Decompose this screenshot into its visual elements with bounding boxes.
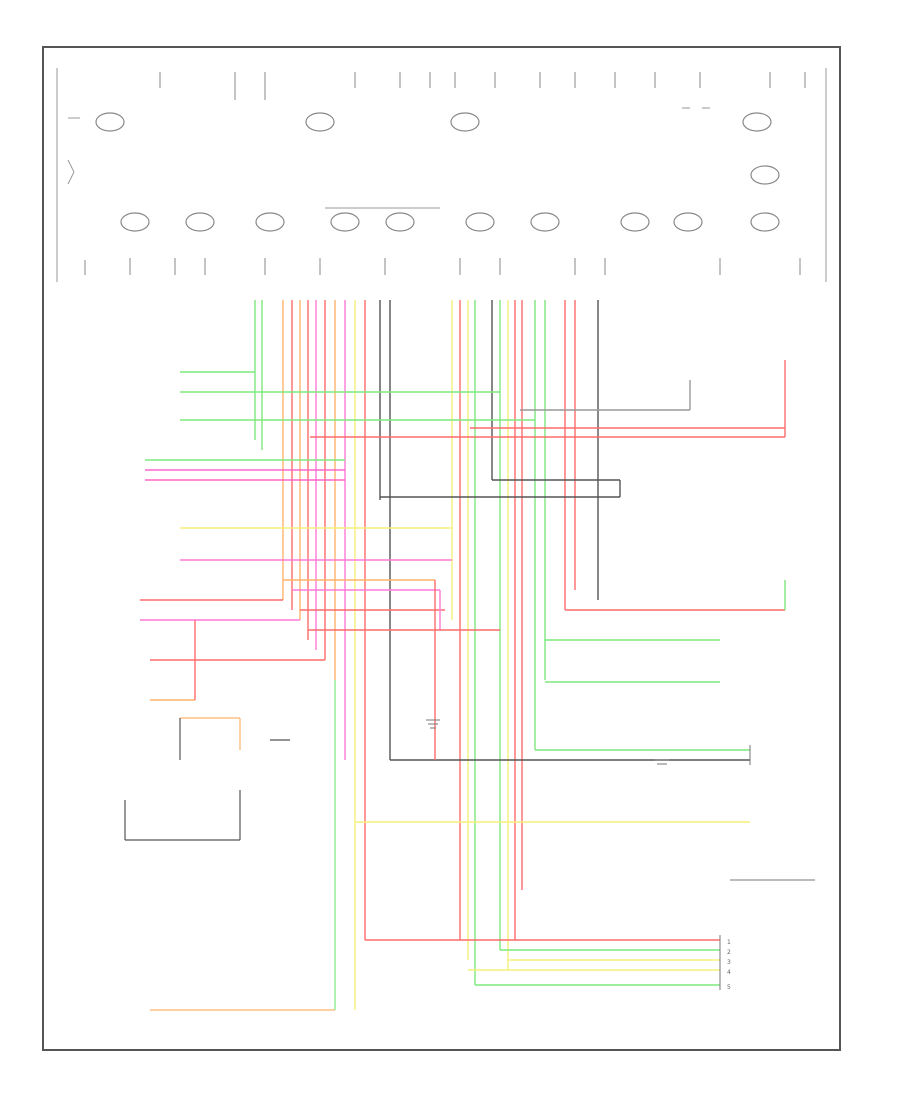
wire-center-splices: [283, 579, 500, 760]
wire-horizontal-right: [310, 360, 786, 986]
cluster-symbols: [67, 107, 710, 209]
top-pin-ticks: [159, 72, 806, 100]
connector-label-1: 1: [727, 939, 731, 946]
connector-label-2: 2: [727, 949, 731, 956]
wire-horizontal-left: [140, 371, 535, 701]
gauge-4: [742, 112, 772, 132]
wire-bundle-right: [451, 300, 599, 985]
gauge-1: [95, 112, 125, 132]
connector-label-4: 4: [727, 969, 731, 976]
bottom-pin-ticks: [84, 258, 801, 275]
connector-label-3: 3: [727, 959, 731, 966]
outer-frame: [42, 46, 841, 1051]
connector-labels: 1 2 3 4 5: [727, 939, 731, 991]
gauge-row-top: [95, 112, 780, 185]
wire-bundle-left: [254, 300, 391, 1010]
sub-circuit-lower-left: [124, 680, 336, 1011]
gauge-row-bottom: [120, 212, 780, 232]
gauge-3: [450, 112, 480, 132]
ground-symbols: [426, 719, 669, 765]
right-connector: [719, 745, 815, 990]
connector-label-5: 5: [727, 984, 731, 991]
gauge-5: [750, 165, 780, 185]
gauge-2: [305, 112, 335, 132]
